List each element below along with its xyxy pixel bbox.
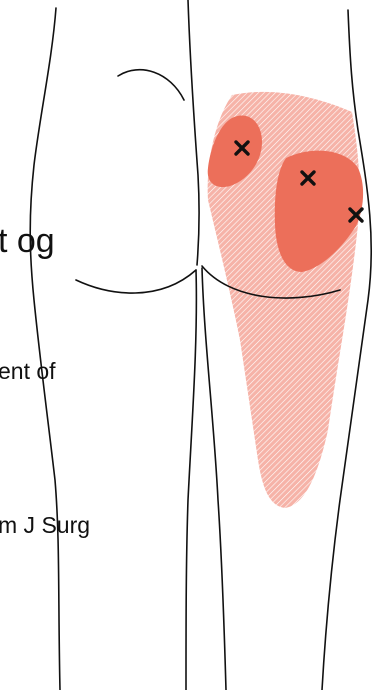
inner-thigh-right [202,268,226,690]
gluteal-curve-left [118,70,184,100]
gluteal-cleft [188,0,199,265]
left-outer-contour [30,8,60,690]
gluteal-fold-left [76,270,196,293]
inner-thigh-left [186,270,196,690]
